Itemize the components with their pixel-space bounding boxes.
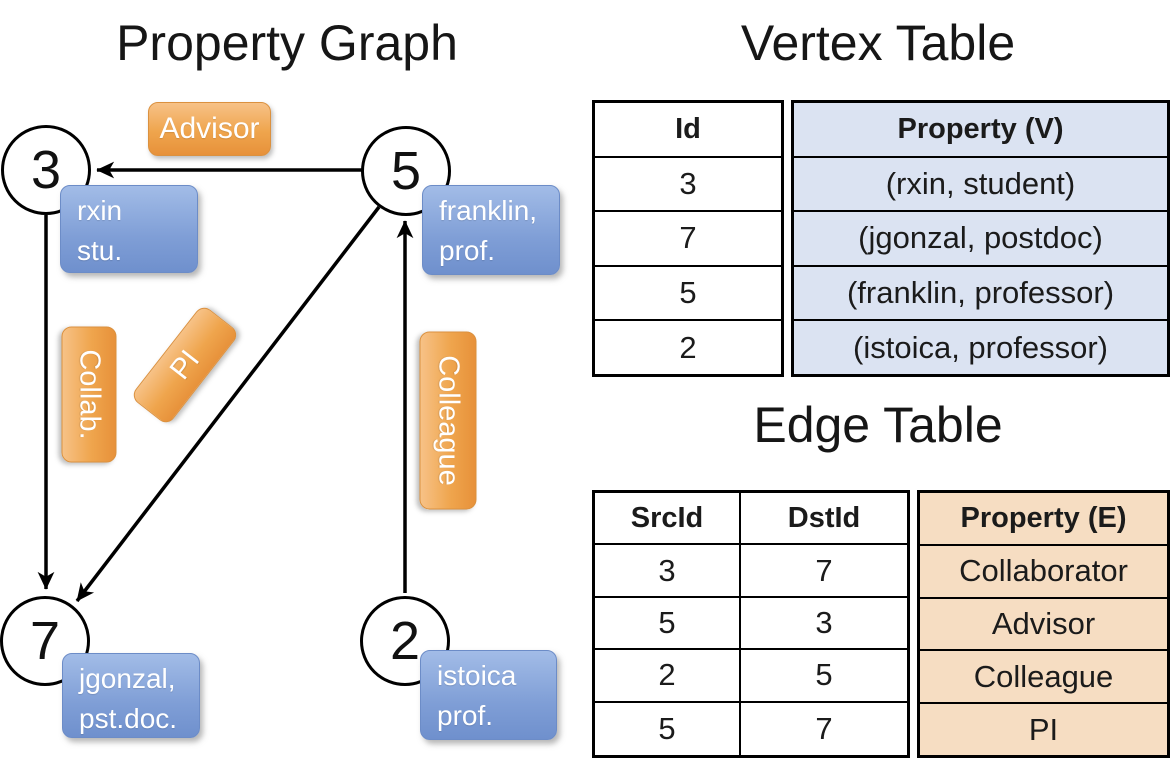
edge-label-text: Collab. [73,349,106,440]
vertex-id-cell: 7 [595,212,781,267]
node-5-id: 5 [390,141,422,201]
property-line-1: istoica [437,660,517,691]
edge-label-pi: PI [129,303,241,427]
edge-dst-cell: 7 [741,545,907,598]
edge-property-cell: Advisor [920,599,1167,652]
vertex-table-id-column: Id 3 7 5 2 [592,100,784,377]
edge-src-cell: 2 [595,650,741,703]
edge-dst-cell: 7 [815,710,833,746]
vertex-property-cell: (rxin, student) [794,158,1167,213]
edge-table-srcdst-columns: SrcId DstId 3 7 5 3 2 5 5 7 [592,490,910,758]
property-line-2: prof. [439,235,496,266]
edge-header-dstid: DstId [741,493,907,546]
property-line-2: prof. [437,700,494,731]
edge-property-cell: PI [1028,711,1059,747]
vertex-id-cell: 5 [595,267,781,322]
edge-src-cell: 5 [595,702,741,755]
node-5-property-box: franklin, prof. [422,185,560,275]
vertex-table: Id 3 7 5 2 Property (V) (rxin, student) … [592,100,1170,377]
edge-table: SrcId DstId 3 7 5 3 2 5 5 7 Property (E)… [592,490,1170,758]
vertex-property-cell: (istoica, professor) [853,329,1108,365]
vertex-table-property-column: Property (V) (rxin, student) (jgonzal, p… [791,100,1170,377]
edge-label-text: PI [163,344,206,386]
property-line-2: pst.doc. [79,703,178,734]
edge-dst-cell: 3 [741,598,907,651]
vertex-id-cell: 2 [679,329,697,365]
edge-src-cell: 5 [595,597,741,651]
node-7-property-box: jgonzal, pst.doc. [62,653,200,738]
vertex-table-title: Vertex Table [740,15,1016,71]
edge-property-cell: Colleague [920,651,1167,705]
property-graph-title: Property Graph [116,15,458,71]
property-line-1: rxin [77,195,123,226]
property-line-1: jgonzal, [79,663,176,694]
node-3-property-box: rxin stu. [60,185,198,273]
node-3-id: 3 [30,140,62,200]
property-line-2: stu. [77,235,123,266]
edge-property-cell: Collaborator [920,546,1167,599]
node-2-id: 2 [389,611,421,671]
property-line-1: franklin, [439,195,538,226]
vertex-property-cell: (jgonzal, postdoc) [794,212,1167,267]
vertex-property-cell: (franklin, professor) [794,267,1167,322]
edge-label-advisor: Advisor [148,102,271,156]
edge-label-collab: Collab. [61,326,117,463]
edge-header-srcid: SrcId [595,493,741,546]
vertex-header-id: Id [595,103,781,158]
edge-label-colleague: Colleague [419,331,477,510]
edge-header-property: Property (E) [920,493,1167,546]
edge-label-text: Colleague [432,355,465,486]
edge-label-text: Advisor [159,112,260,145]
edge-table-title: Edge Table [753,397,1003,453]
edge-src-cell: 3 [595,545,741,598]
vertex-header-property: Property (V) [794,103,1167,158]
node-2-property-box: istoica prof. [420,650,557,740]
graph-node-3: 3 [1,125,91,215]
edge-dst-cell: 5 [741,650,907,703]
vertex-id-cell: 3 [595,158,781,213]
edge-table-property-column: Property (E) Collaborator Advisor Collea… [917,490,1170,758]
node-7-id: 7 [29,611,61,671]
